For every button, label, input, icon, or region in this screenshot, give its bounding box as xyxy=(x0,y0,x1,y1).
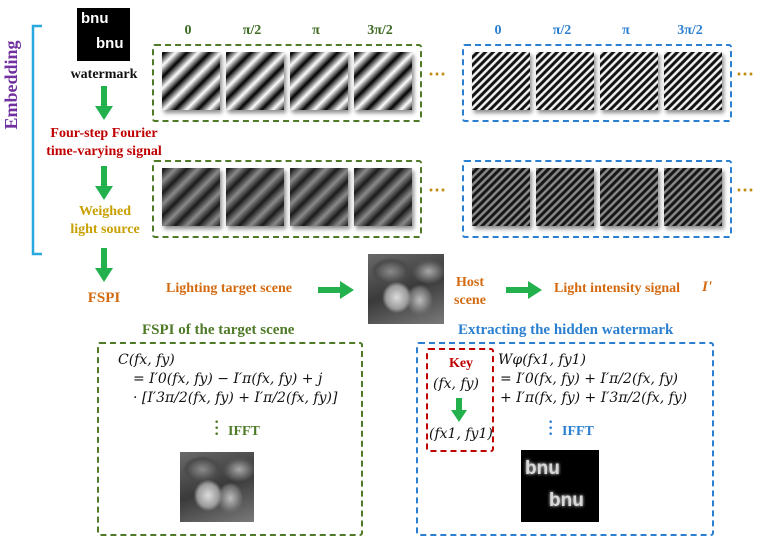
key-from: (fx, fy) xyxy=(433,376,479,392)
pattern-tile xyxy=(290,52,348,110)
vertical-dots-left: ··· xyxy=(214,414,220,443)
embedding-bracket xyxy=(31,24,42,256)
weighted-tile xyxy=(290,168,348,226)
watermark-label: watermark xyxy=(70,67,138,82)
phase-label-blue-2: π xyxy=(622,23,630,38)
pattern-tile xyxy=(664,52,722,110)
extract-title: Extracting the hidden watermark xyxy=(458,322,674,338)
arrow-right-1 xyxy=(318,281,354,299)
weighted-tile xyxy=(226,168,284,226)
phase-label-green-0: 0 xyxy=(184,23,192,38)
phase-label-blue-3: 3π/2 xyxy=(677,23,703,38)
weighted-tile xyxy=(664,168,722,226)
pattern-tile xyxy=(600,52,658,110)
arrow-down-1 xyxy=(95,86,113,120)
key-title: Key xyxy=(448,356,474,371)
blue-pattern-box-top xyxy=(462,44,732,122)
weighted-tile xyxy=(600,168,658,226)
recovered-text-1: bnu xyxy=(525,458,560,479)
light-step-line1: Weighed xyxy=(78,204,132,219)
arrow-down-2 xyxy=(95,166,113,200)
pattern-tile xyxy=(162,52,220,110)
lighting-target-label: Lighting target scene xyxy=(166,281,292,296)
phase-label-blue-1: π/2 xyxy=(552,23,572,38)
key-arrow-down xyxy=(451,398,467,422)
embedding-label: Embedding xyxy=(1,40,21,130)
signal-step-line2: time-varying signal xyxy=(46,144,162,159)
reconstructed-scene-image xyxy=(180,452,254,522)
arrow-right-2 xyxy=(506,281,542,299)
weighted-tile xyxy=(354,168,412,226)
pattern-tile xyxy=(472,52,530,110)
ifft-left: IFFT xyxy=(228,424,260,439)
ellipsis-2: ⋯ xyxy=(736,64,756,84)
fspi-target-box xyxy=(97,342,363,536)
ellipsis-1: ⋯ xyxy=(428,64,448,84)
light-intensity-label: Light intensity signal xyxy=(554,281,681,296)
green-pattern-box-top xyxy=(152,44,422,122)
arrow-down-3 xyxy=(95,248,113,282)
pattern-tile xyxy=(226,52,284,110)
phase-label-green-2: π xyxy=(312,23,320,38)
light-step-line2: light source xyxy=(70,222,140,237)
host-scene-line2: scene xyxy=(454,293,486,308)
eq-left-line1: C(fx, fy) xyxy=(118,352,175,368)
weighted-tile xyxy=(536,168,594,226)
vertical-dots-right: ··· xyxy=(548,414,554,443)
eq-right-line2: = I′0(fx, fy) + I′π/2(fx, fy) xyxy=(500,371,678,387)
pattern-tile xyxy=(354,52,412,110)
watermark-text-1: bnu xyxy=(81,10,109,27)
light-intensity-symbol: I' xyxy=(702,279,713,295)
host-scene-image xyxy=(368,254,444,324)
key-to: (fx1, fy1) xyxy=(429,426,493,442)
recovered-text-2: bnu xyxy=(549,490,584,511)
key-box xyxy=(426,348,494,452)
phase-label-blue-0: 0 xyxy=(494,23,502,38)
ellipsis-4: ⋯ xyxy=(736,180,756,200)
phase-label-green-3: 3π/2 xyxy=(367,23,393,38)
weighted-tile xyxy=(472,168,530,226)
signal-step-line1: Four-step Fourier xyxy=(50,126,158,141)
recovered-watermark-image: bnu bnu xyxy=(521,450,599,522)
watermark-text-2: bnu xyxy=(96,35,124,52)
fspi-label: FSPI xyxy=(87,290,121,306)
weighted-tile xyxy=(162,168,220,226)
blue-pattern-box-bottom xyxy=(462,160,732,238)
ifft-right: IFFT xyxy=(562,424,594,439)
fspi-target-title: FSPI of the target scene xyxy=(142,322,295,338)
watermark-image: bnu bnu xyxy=(77,8,130,61)
eq-left-line2: = I′0(fx, fy) − I′π(fx, fy) + j xyxy=(133,371,323,387)
phase-label-green-1: π/2 xyxy=(242,23,262,38)
green-pattern-box-bottom xyxy=(152,160,422,238)
extract-box xyxy=(416,342,714,536)
pattern-tile xyxy=(536,52,594,110)
eq-left-line3: · [I′3π/2(fx, fy) + I′π/2(fx, fy)] xyxy=(133,390,338,406)
ellipsis-3: ⋯ xyxy=(428,180,448,200)
host-scene-line1: Host xyxy=(456,275,484,290)
eq-right-line1: Wφ(fx1, fy1) xyxy=(498,352,586,368)
eq-right-line3: + I′π(fx, fy) + I′3π/2(fx, fy) xyxy=(500,390,688,406)
